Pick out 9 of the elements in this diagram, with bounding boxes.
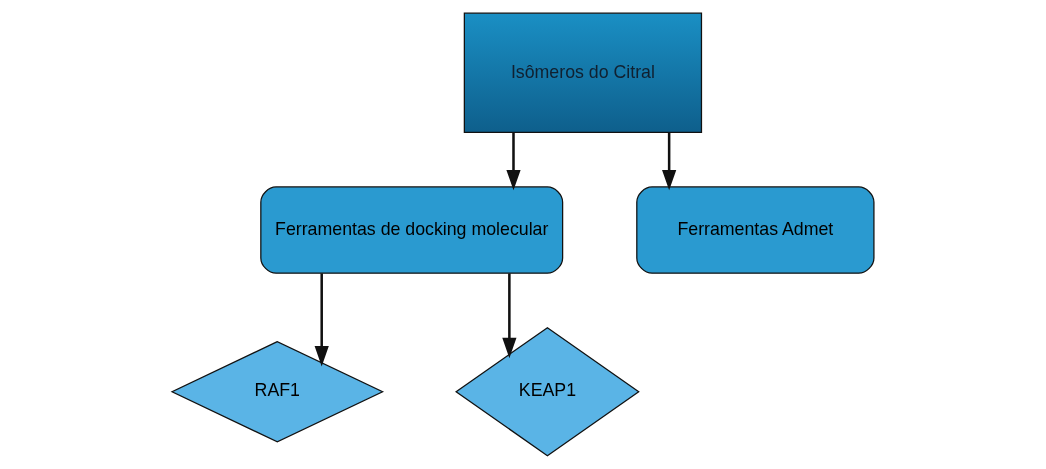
node-box: Ferramentas Admet	[636, 186, 875, 274]
arrow	[506, 132, 521, 191]
arrow	[314, 273, 329, 367]
arrow	[662, 132, 677, 191]
arrow	[502, 273, 517, 359]
node-diamond: KEAP1	[455, 326, 640, 457]
node-diamond: RAF1	[170, 340, 385, 443]
node-box: Ferramentas de docking molecular	[260, 186, 564, 274]
node-box: Isômeros do Citral	[463, 12, 703, 134]
